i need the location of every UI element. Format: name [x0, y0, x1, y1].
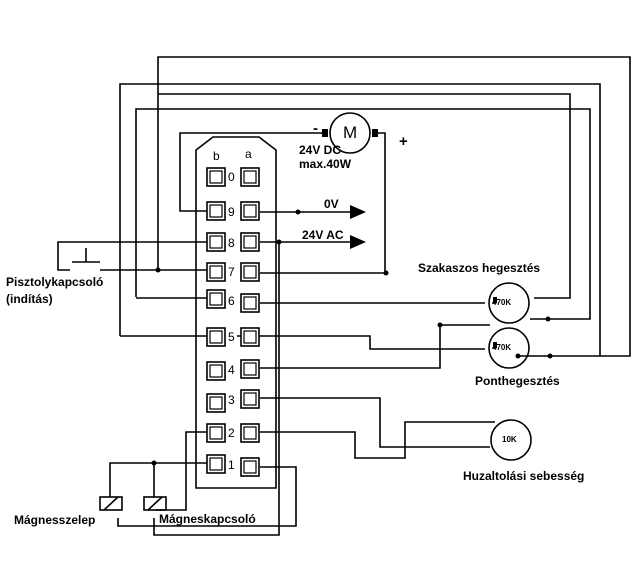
wire-24vac-return [153, 242, 280, 536]
wire-pin3a-pot3 [260, 397, 490, 448]
wire-pin1b-coils [109, 462, 207, 497]
wire-pin4a-wiper [260, 324, 490, 369]
wire-pin1a-coils [117, 466, 297, 527]
pot-spot-body [488, 327, 530, 369]
rail-24vac-label: 24V AC [302, 228, 344, 242]
pot-interval-value: 470K [492, 298, 512, 307]
pot-wire-value: 10K [502, 435, 517, 444]
wire-outer-loop-4 [158, 93, 571, 299]
wire-pistol-left [57, 241, 207, 271]
motor-symbol: M [343, 123, 358, 142]
wire-outer-loop-3 [135, 108, 591, 320]
motor-power: max.40W [299, 157, 352, 171]
pin-number: 0 [228, 170, 235, 184]
pin-number: 1 [228, 458, 235, 472]
arrow-0v [350, 205, 366, 219]
connector-col-a: a [245, 147, 252, 161]
motor-body [329, 112, 371, 154]
pin-number: 5 [228, 330, 235, 344]
wire-feed-speed-label: Huzaltolási sebesség [463, 469, 585, 483]
arrow-24vac [350, 235, 366, 249]
wire-outer-loop-2 [119, 83, 601, 356]
pin-number: 2 [228, 426, 235, 440]
pot-wire-body [490, 419, 532, 461]
pin-number: 6 [228, 294, 235, 308]
pistol-switch-sublabel: (indítás) [6, 292, 53, 306]
wire-motor-plus [260, 132, 386, 274]
pin-number: 7 [228, 265, 235, 279]
pin-number: 3 [228, 393, 235, 407]
spot-welding-label: Ponthegesztés [475, 374, 560, 388]
solenoid-valve-label: Mágnesszelep [14, 513, 96, 527]
pin-number: 4 [228, 363, 235, 377]
pot-spot-value: 470K [492, 343, 512, 352]
connector-col-b: b [213, 149, 220, 163]
motor-plus-sign: + [399, 133, 408, 150]
pin-number: 9 [228, 205, 235, 219]
wire-pin2a-pot3 [260, 421, 495, 459]
pistol-contact [72, 248, 100, 263]
motor-voltage: 24V DC [299, 143, 342, 157]
rail-0v-label: 0V [324, 197, 339, 211]
connector-housing [195, 136, 277, 489]
interval-welding-label: Szakaszos hegesztés [418, 261, 541, 275]
magnetic-switch-label: Mágneskapcsoló [159, 512, 256, 526]
wire-pin2b-magswitch [156, 431, 207, 511]
wire-motor-minus [179, 132, 326, 212]
magnetic-switch-coil [143, 496, 167, 511]
pistol-switch-label: Pisztolykapcsoló [6, 275, 104, 289]
motor-minus-sign: - [313, 120, 318, 137]
pot-interval-body [488, 282, 530, 324]
wire-outer-loop-1 [157, 56, 631, 357]
pin-number: 8 [228, 236, 235, 250]
wire-pin5a-pot2 [237, 335, 485, 350]
solenoid-coil [99, 496, 123, 511]
